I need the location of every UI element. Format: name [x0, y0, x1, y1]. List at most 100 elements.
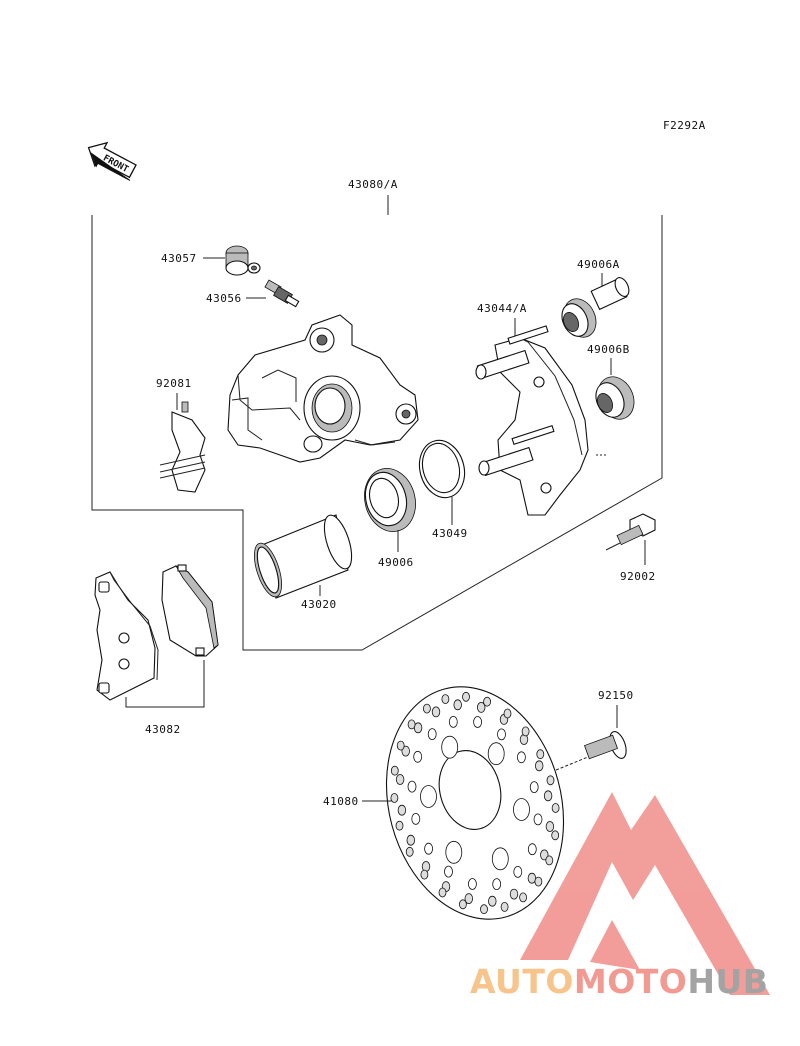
disc-vent-hole: [535, 760, 544, 772]
disc-vent-hole: [405, 846, 414, 857]
disc-vent-hole: [488, 895, 497, 907]
disc-vent-hole: [390, 765, 399, 776]
disc-vent-hole: [438, 887, 447, 898]
label-41080: 41080: [323, 795, 359, 808]
label-92002: 92002: [620, 570, 656, 583]
front-arrow-icon: FRONT: [87, 141, 137, 181]
bleeder-cap-part: [225, 245, 261, 276]
figure-code: F2292A: [663, 119, 706, 132]
disc-vent-hole: [427, 728, 437, 740]
brake-disc-part: [385, 686, 565, 920]
disc-vent-hole: [444, 865, 453, 878]
disc-vent-hole: [464, 893, 473, 904]
caliper-assembly-boundary: [91, 215, 663, 651]
disc-vent-hole: [422, 703, 431, 714]
brake-pad-right-part: [161, 564, 219, 657]
disc-mount-hole: [513, 798, 530, 821]
disc-vent-hole: [413, 750, 423, 763]
automotohub-triangle-logo: [520, 792, 770, 995]
disc-vent-hole: [492, 878, 502, 890]
disc-vent-hole: [500, 902, 509, 912]
disc-mount-hole: [420, 785, 437, 808]
label-43020: 43020: [301, 598, 337, 611]
watermark-hub: HUB: [687, 962, 768, 1001]
disc-vent-hole: [411, 813, 421, 825]
disc-vent-hole: [540, 849, 549, 861]
boot-a-part: [561, 277, 630, 338]
caliper-body-part: [227, 314, 419, 463]
disc-vent-hole: [477, 702, 486, 713]
piston-seal-part: [418, 439, 466, 499]
caliper-bolt-part: [605, 513, 656, 551]
disc-vent-hole: [519, 892, 527, 903]
disc-vent-hole: [527, 843, 537, 856]
disc-vent-hole: [551, 830, 560, 841]
disc-vent-hole: [545, 855, 554, 866]
label-43080a: 43080/A: [348, 178, 398, 191]
disc-vent-hole: [401, 745, 410, 757]
disc-vent-hole: [497, 728, 506, 741]
disc-vent-hole: [534, 876, 543, 887]
disc-mount-hole: [441, 735, 459, 759]
disc-vent-hole: [551, 803, 560, 813]
disc-vent-hole: [467, 878, 477, 890]
disc-vent-hole: [517, 751, 526, 764]
label-92150: 92150: [598, 689, 634, 702]
disc-vent-hole: [545, 821, 555, 832]
watermark-text-auto: AUTOMOTOHUB: [470, 962, 768, 1001]
label-43049: 43049: [432, 527, 468, 540]
disc-vent-hole: [396, 740, 405, 751]
label-43057: 43057: [161, 252, 197, 265]
disc-vent-hole: [458, 899, 467, 910]
label-43044a: 43044/A: [477, 302, 527, 315]
disc-vent-hole: [448, 716, 458, 728]
disc-vent-hole: [509, 888, 519, 900]
disc-vent-hole: [441, 694, 450, 704]
disc-vent-hole: [406, 834, 415, 846]
disc-vent-hole: [462, 691, 470, 702]
disc-mount-hole: [445, 840, 463, 864]
label-49006a: 49006A: [577, 258, 620, 271]
disc-mount-hole: [491, 847, 509, 871]
label-49006b: 49006B: [587, 343, 630, 356]
dust-seal-part: [364, 468, 416, 532]
disc-vent-hole: [480, 904, 488, 915]
disc-vent-hole: [473, 716, 483, 728]
disc-vent-hole: [543, 790, 553, 802]
piston-part: [254, 514, 353, 599]
leader-43082: [125, 660, 205, 708]
disc-mount-hole: [487, 742, 505, 766]
pad-spring-part: [159, 401, 206, 493]
disc-vent-hole: [483, 696, 492, 707]
disc-vent-hole: [424, 842, 434, 855]
label-49006: 49006: [378, 556, 414, 569]
disc-vent-hole: [521, 726, 530, 737]
disc-vent-hole: [536, 749, 545, 760]
bleeder-valve-part: [264, 279, 300, 308]
label-92081: 92081: [156, 377, 192, 390]
disc-vent-hole: [390, 793, 399, 803]
watermark-moto: MOTO: [574, 962, 687, 1001]
watermark-auto: AUTO: [470, 962, 574, 1001]
disc-vent-hole: [503, 708, 512, 719]
label-43082: 43082: [145, 723, 181, 736]
disc-vent-hole: [453, 699, 462, 711]
disc-bolt-part: [555, 731, 627, 771]
disc-vent-hole: [529, 781, 539, 793]
disc-vent-hole: [420, 869, 429, 880]
disc-vent-hole: [407, 780, 417, 793]
disc-vent-hole: [395, 774, 405, 785]
disc-vent-hole: [513, 866, 523, 878]
brake-pad-left-part: [94, 571, 159, 701]
disc-vent-hole: [407, 719, 416, 730]
boot-b-part: [595, 376, 635, 420]
disc-vent-hole: [395, 820, 404, 831]
disc-vent-hole: [533, 813, 543, 826]
disc-vent-hole: [546, 775, 555, 786]
disc-vent-hole: [431, 706, 441, 718]
bracket-part: [475, 325, 606, 516]
label-43056: 43056: [206, 292, 242, 305]
disc-vent-hole: [397, 804, 407, 816]
